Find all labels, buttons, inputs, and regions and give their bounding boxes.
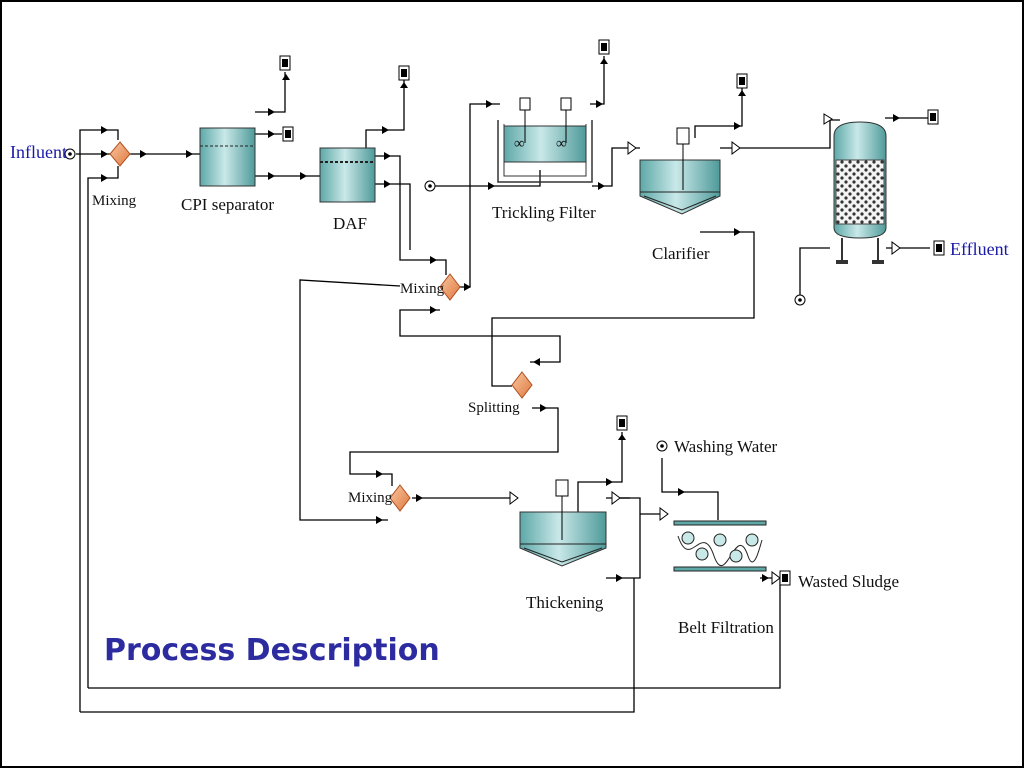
clarifier-tank bbox=[639, 127, 721, 215]
mixing-2-label: Mixing bbox=[400, 281, 445, 297]
clarifier-label: Clarifier bbox=[652, 244, 710, 263]
trickling-gas-sink-icon bbox=[598, 39, 610, 55]
column-gas-sink-icon bbox=[927, 109, 939, 125]
trickling-filter-label: Trickling Filter bbox=[492, 203, 596, 222]
mixing-1-valve bbox=[109, 141, 131, 167]
splitting-label: Splitting bbox=[468, 400, 520, 416]
cpi-separator-label: CPI separator bbox=[181, 195, 274, 214]
belt-filtration-label: Belt Filtration bbox=[678, 618, 774, 637]
wasted-sludge-sink-icon bbox=[779, 570, 791, 586]
flow-arrows bbox=[101, 58, 900, 582]
effluent-column-tank bbox=[833, 121, 887, 264]
effluent-label: Effluent bbox=[950, 239, 1009, 259]
thickening-tank bbox=[519, 479, 607, 567]
cpi-separator-tank bbox=[199, 127, 256, 187]
connector-ports bbox=[509, 113, 901, 585]
daf-label: DAF bbox=[333, 214, 367, 233]
sink-icons bbox=[279, 39, 945, 586]
thickening-gas-sink-icon bbox=[616, 415, 628, 431]
daf-gas-sink-icon bbox=[398, 65, 410, 81]
mixing-3-label: Mixing bbox=[348, 490, 393, 506]
washing-water-label: Washing Water bbox=[674, 437, 778, 456]
daf-tank bbox=[319, 147, 376, 203]
influent-label: Influent bbox=[10, 142, 67, 162]
mixing-3-valve bbox=[389, 484, 411, 512]
belt-filtration-unit bbox=[673, 520, 767, 572]
wasted-sludge-label: Wasted Sludge bbox=[798, 572, 899, 591]
cpi-oil-sink-icon bbox=[282, 126, 294, 142]
splitting-valve bbox=[511, 371, 533, 399]
cpi-gas-sink-icon bbox=[279, 55, 291, 71]
svg-text:∞: ∞ bbox=[514, 136, 525, 152]
mixing-1-label: Mixing bbox=[92, 193, 137, 209]
slide-title: Process Description bbox=[104, 633, 440, 668]
svg-text:∞: ∞ bbox=[556, 136, 567, 152]
mixing-2-valve bbox=[439, 273, 461, 301]
thickening-label: Thickening bbox=[526, 593, 604, 612]
clarifier-gas-sink-icon bbox=[736, 73, 748, 89]
effluent-sink-icon bbox=[933, 240, 945, 256]
trickling-filter-unit: ∞ ∞ bbox=[497, 97, 593, 183]
